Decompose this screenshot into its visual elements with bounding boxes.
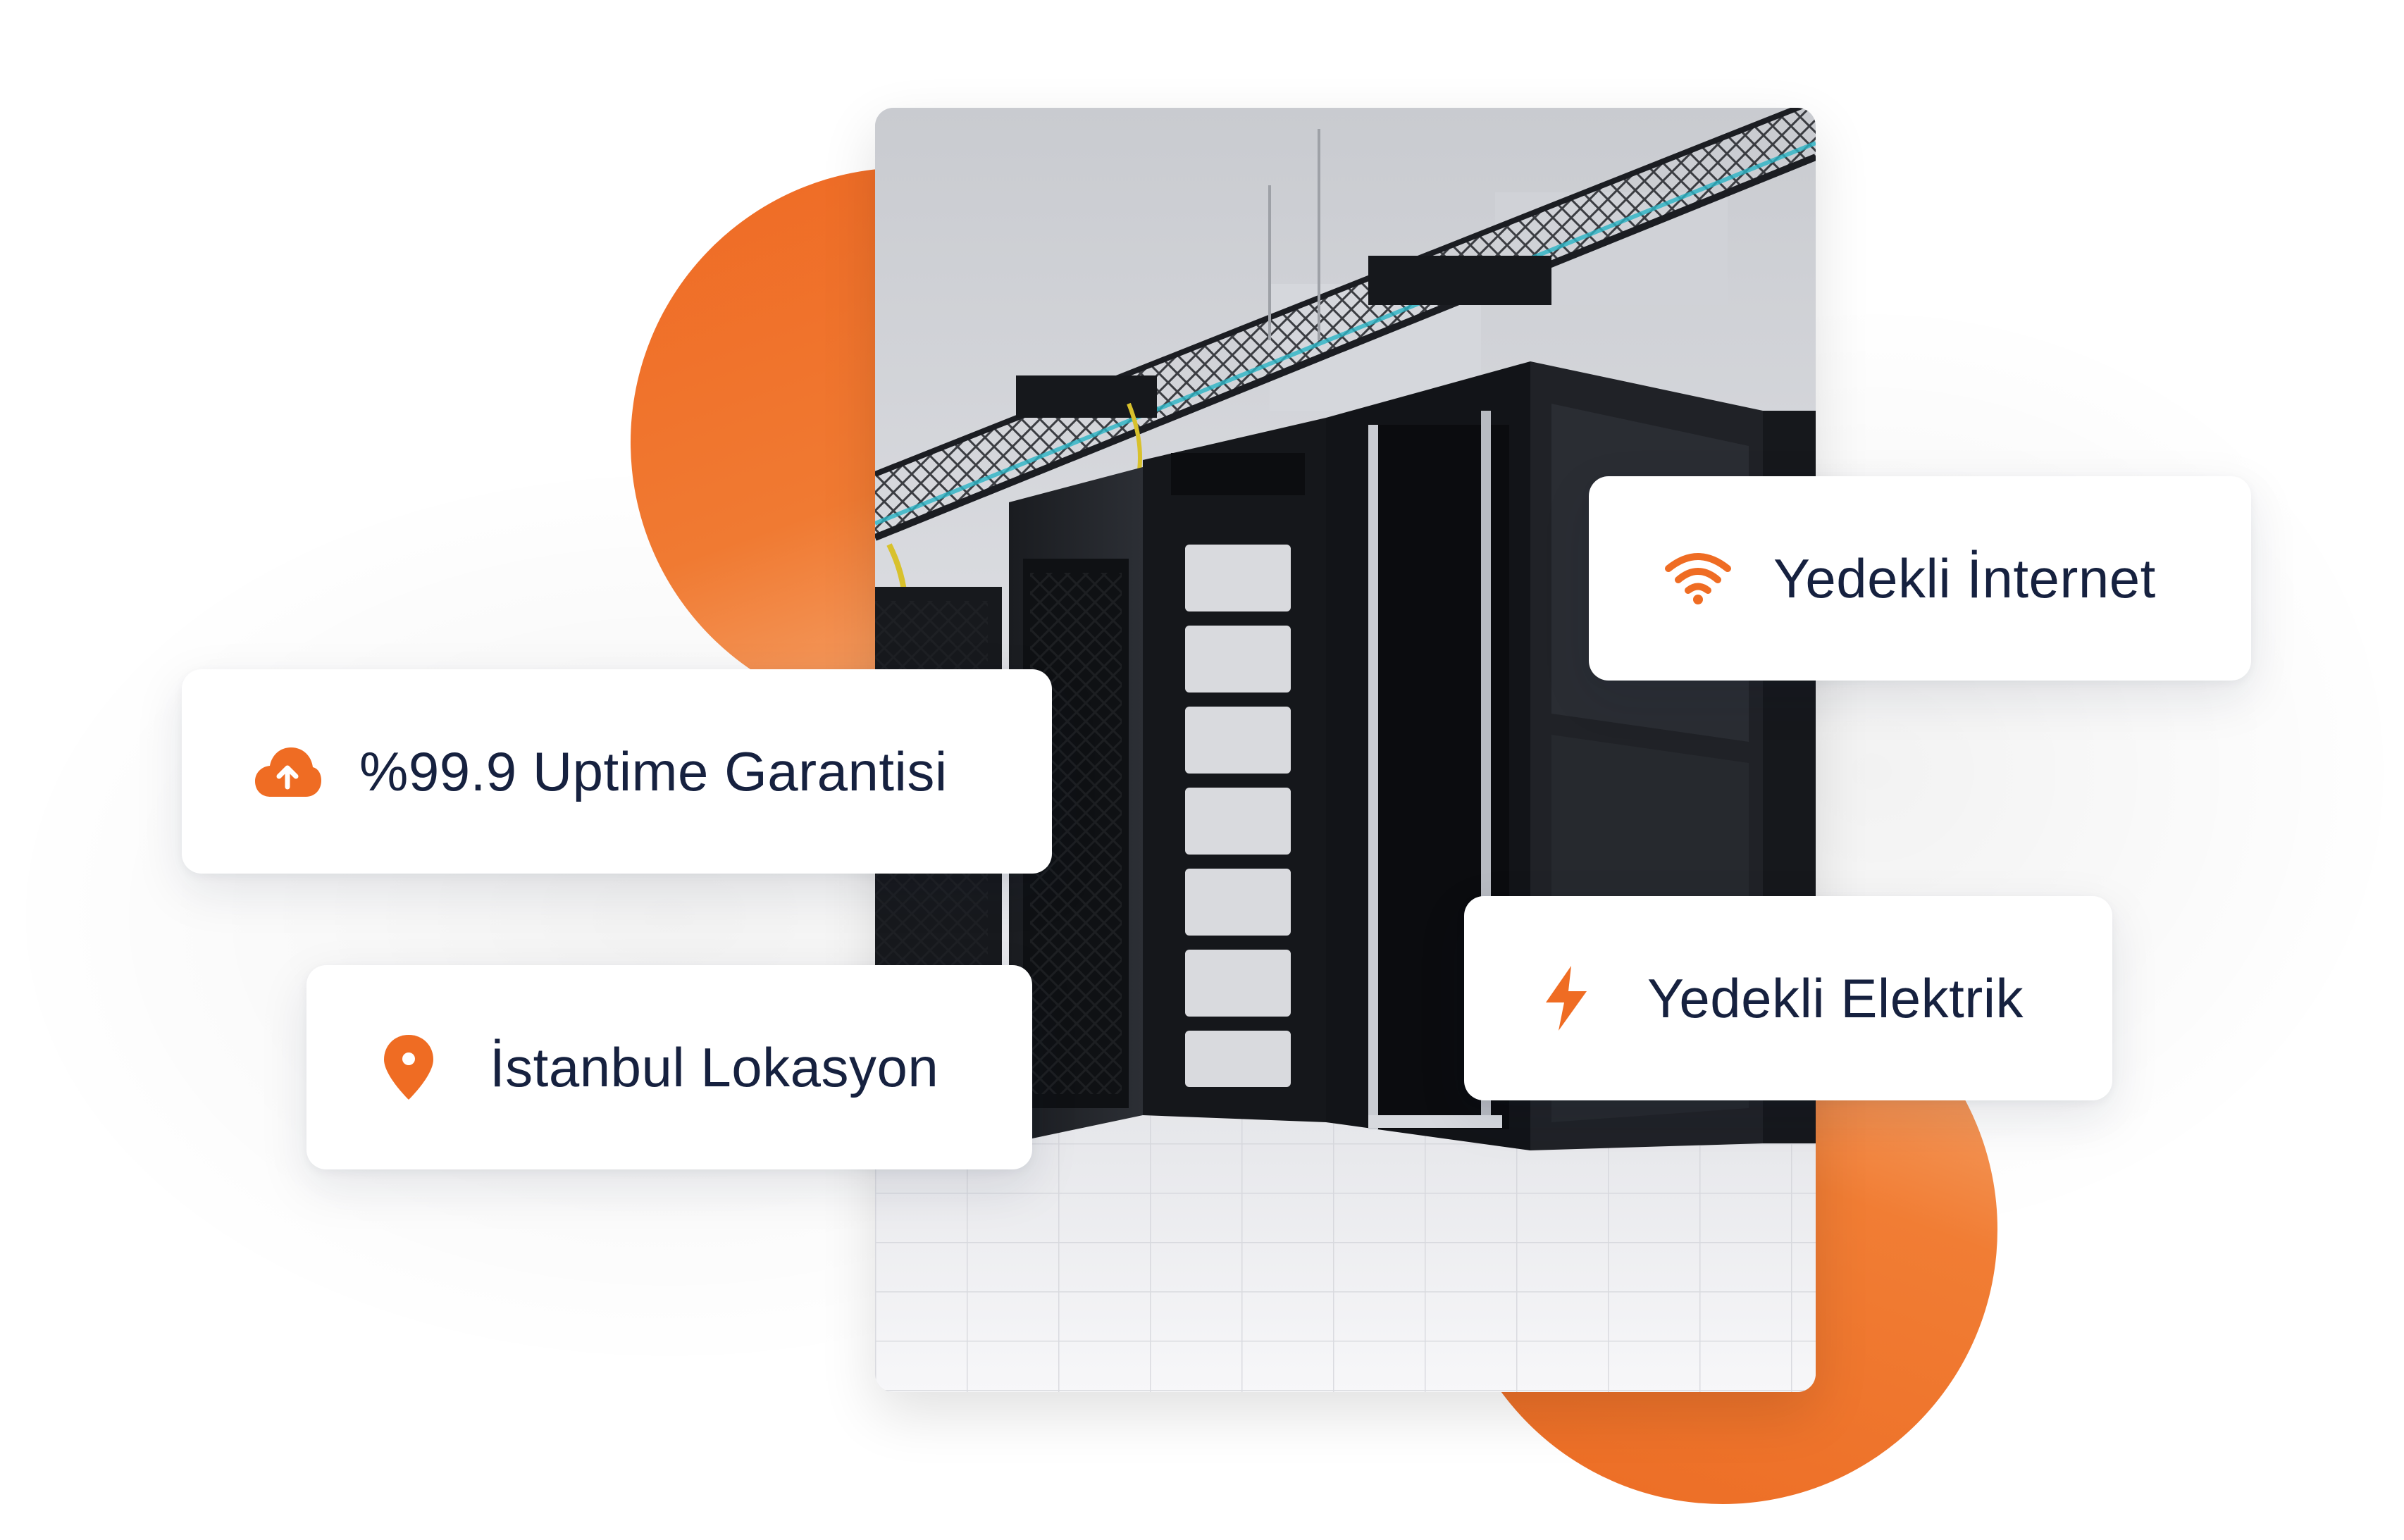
cable-tray [875,108,1816,659]
feature-label-internet: Yedekli İnternet [1773,547,2156,609]
wifi-icon [1659,543,1737,614]
server-rack [1143,418,1326,1122]
server-rack [1326,361,1530,1150]
location-pin-icon [377,1032,440,1103]
lightning-bolt-icon [1535,963,1598,1033]
cloud-upload-icon [252,736,323,807]
feature-label-uptime: %99.9 Uptime Garantisi [359,740,948,802]
feature-card-internet: Yedekli İnternet [1589,476,2251,681]
feature-card-uptime: %99.9 Uptime Garantisi [182,669,1052,874]
feature-card-location: İstanbul Lokasyon [306,965,1032,1169]
feature-card-electricity: Yedekli Elektrik [1464,896,2112,1100]
feature-label-location: İstanbul Lokasyon [490,1036,939,1098]
feature-label-electricity: Yedekli Elektrik [1647,967,2024,1029]
